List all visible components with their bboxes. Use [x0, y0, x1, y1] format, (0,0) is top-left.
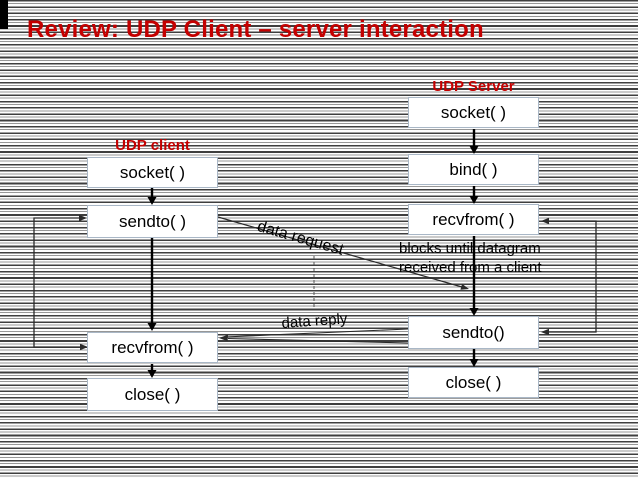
blocks-note: blocks until datagram received from a cl… — [399, 239, 569, 277]
arrow-client-recvfrom-to-close — [147, 364, 157, 378]
server-close-box: close( ) — [408, 367, 539, 398]
server-socket-label: socket( ) — [440, 102, 507, 122]
slide-title: Review: UDP Client – server interaction — [27, 16, 484, 43]
blocks-note-line2: received from a client — [399, 259, 542, 276]
client-socket-box: socket( ) — [87, 157, 218, 188]
server-socket-box: socket( ) — [408, 97, 539, 128]
arrow-server-sendto-to-close — [469, 349, 479, 367]
client-sendto-label: sendto( ) — [118, 211, 187, 231]
client-close-label: close( ) — [124, 384, 181, 404]
arrow-client-sendto-to-recvfrom — [147, 238, 157, 331]
server-sendto-label: sendto() — [442, 322, 505, 342]
server-close-label: close( ) — [445, 372, 502, 392]
client-column-label: UDP client — [115, 137, 190, 154]
server-loop-connector — [541, 217, 597, 336]
data-request-arrow — [217, 216, 469, 290]
corner-mark — [0, 0, 8, 29]
server-column-label: UDP Server — [432, 78, 515, 95]
server-bind-label: bind( ) — [449, 159, 498, 179]
client-close-box: close( ) — [87, 378, 218, 411]
blocks-note-line1: blocks until datagram — [399, 240, 541, 257]
client-recvfrom-box: recvfrom( ) — [87, 332, 218, 363]
client-socket-label: socket( ) — [119, 162, 186, 182]
client-recvfrom-label: recvfrom( ) — [111, 337, 194, 357]
arrow-server-socket-to-bind — [469, 129, 479, 154]
arrow-server-bind-to-recvfrom — [469, 186, 479, 204]
arrow-client-socket-to-sendto — [147, 188, 157, 205]
data-reply-arrow — [219, 328, 409, 344]
client-sendto-box: sendto( ) — [87, 205, 218, 238]
arrow-server-recvfrom-to-sendto — [469, 236, 479, 316]
client-loop-connector — [33, 214, 88, 351]
server-recvfrom-box: recvfrom( ) — [408, 204, 539, 235]
server-recvfrom-label: recvfrom( ) — [432, 209, 515, 229]
server-sendto-box: sendto() — [408, 316, 539, 349]
server-bind-box: bind( ) — [408, 154, 539, 185]
